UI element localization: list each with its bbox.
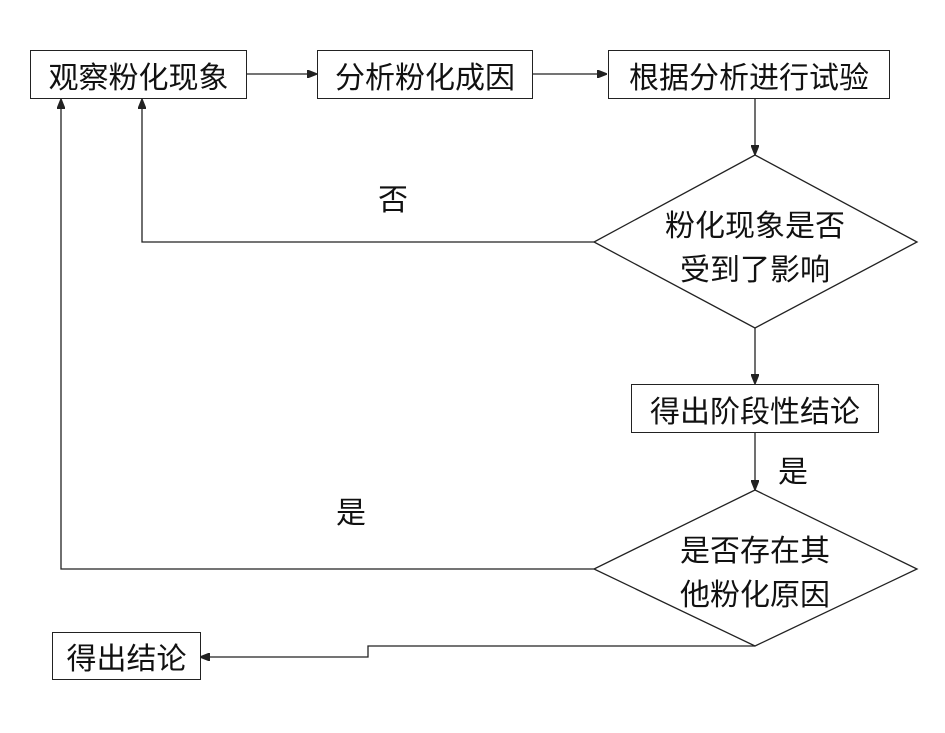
final-conclusion-label: 得出结论 xyxy=(66,642,187,677)
label-yes-right: 是 xyxy=(778,455,808,490)
label-no: 否 xyxy=(378,183,408,218)
decision2-text: 是否存在其 他粉化原因 xyxy=(655,530,855,618)
decision1-line2: 受到了影响 xyxy=(680,253,830,288)
stage-conclusion-box: 得出阶段性结论 xyxy=(631,384,879,433)
analyze-box: 分析粉化成因 xyxy=(317,50,533,99)
analyze-label: 分析粉化成因 xyxy=(335,60,515,96)
label-yes-left: 是 xyxy=(336,496,366,531)
final-conclusion-box: 得出结论 xyxy=(52,632,201,680)
decision2-line1: 是否存在其 xyxy=(680,534,830,569)
experiment-label: 根据分析进行试验 xyxy=(629,60,869,96)
observe-box: 观察粉化现象 xyxy=(30,50,247,99)
observe-label: 观察粉化现象 xyxy=(48,60,229,96)
decision2-line2: 他粉化原因 xyxy=(680,578,830,613)
decision1-line1: 粉化现象是否 xyxy=(665,209,845,244)
arrow-decision1-no-loop xyxy=(142,100,594,243)
arrow-decision2-to-final xyxy=(201,645,755,657)
arrow-decision2-yes-loop xyxy=(61,100,594,570)
stage-conclusion-label: 得出阶段性结论 xyxy=(650,394,860,430)
decision1-text: 粉化现象是否 受到了影响 xyxy=(655,205,855,293)
experiment-box: 根据分析进行试验 xyxy=(608,50,890,99)
